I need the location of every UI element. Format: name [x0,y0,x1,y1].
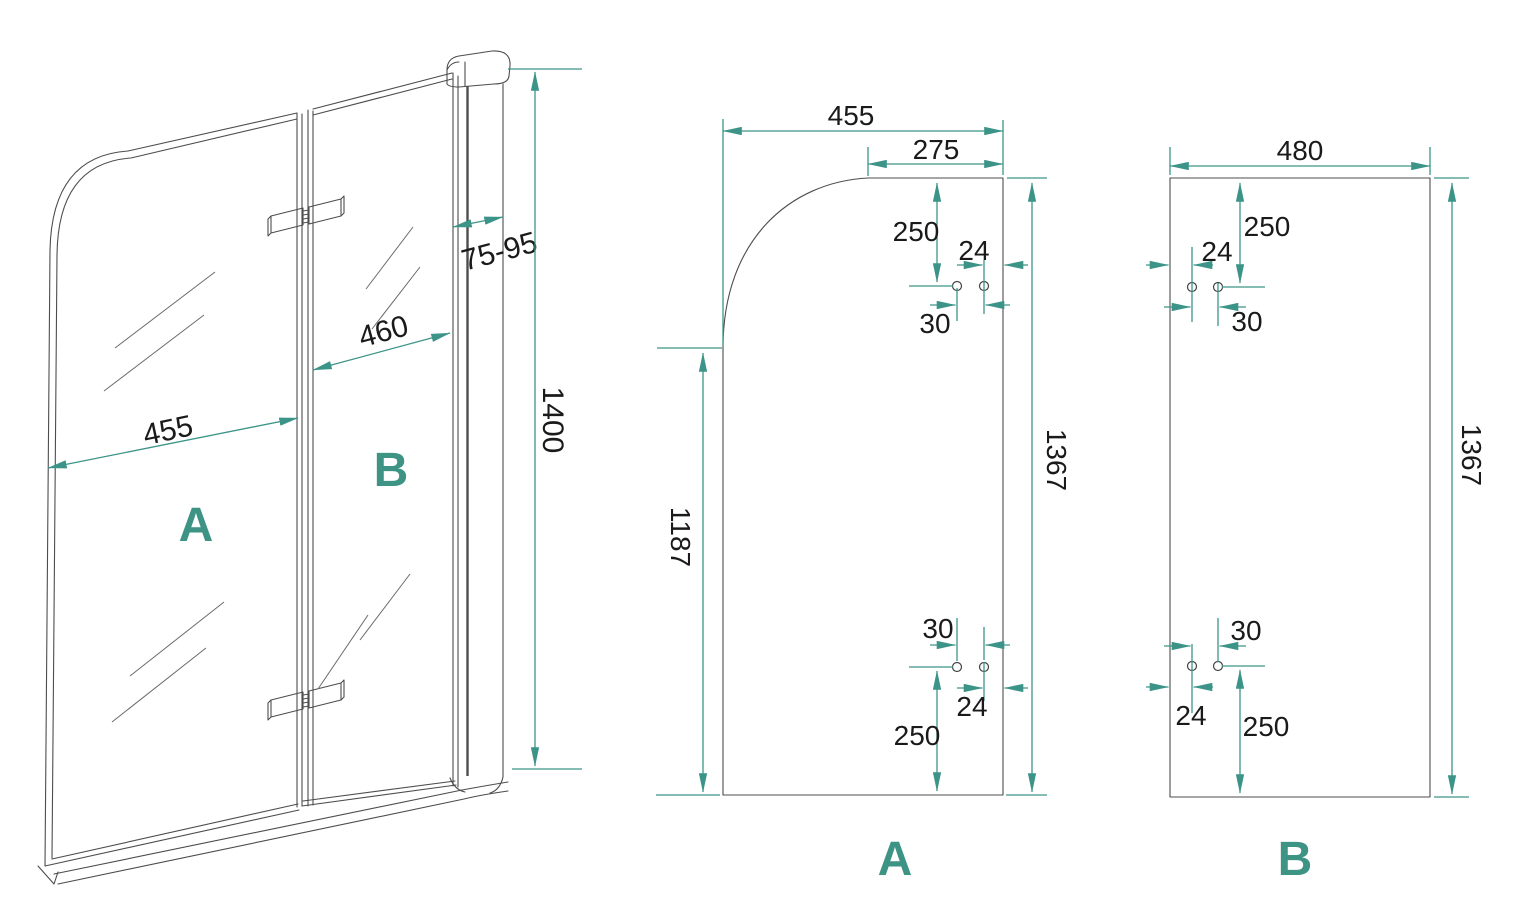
panel-a-view-label: A [878,833,913,886]
dimension-label-a-1367: 1367 [1041,429,1072,491]
perspective-view: 455 460 75-95 1400 A B [37,50,582,885]
perspective-panel-a-outline [44,112,300,867]
dimension-label-a-250-bottom: 250 [894,720,941,751]
dimension-b-30-bottom: 30 [1164,615,1262,662]
dimension-label-a-455: 455 [828,100,875,131]
dimension-label-b-250-top: 250 [1244,211,1291,242]
dimension-b-24-bottom: 24 [1146,644,1213,731]
bottom-hinge-clamp [267,679,345,721]
dimension-a-24-top: 24 [957,235,1028,314]
dimension-a-30-top: 30 [919,288,1010,339]
dimension-label-a-30-bottom: 30 [922,613,953,644]
dimension-455-perspective: 455 [47,409,299,469]
drill-hole [1212,660,1224,672]
dimension-b-250-top: 250 [1222,182,1291,288]
dimension-b-30-top: 30 [1164,283,1263,337]
panel-a-drill-holes [951,280,990,673]
dimension-b-480: 480 [1169,135,1431,175]
dimension-460-perspective: 460 [312,309,451,371]
panel-a-front-view: 455 275 250 24 30 1367 [656,100,1072,886]
panel-b-front-view: 480 250 24 30 1367 30 [1146,135,1487,886]
glass-reflection-lines [103,226,421,723]
dimension-b-250-bottom: 250 [1222,665,1290,794]
perspective-panel-b-label: B [374,444,409,497]
dimension-a-455: 455 [722,100,1004,346]
dimension-a-24-bottom: 24 [956,662,1028,722]
dimension-a-30-bottom: 30 [922,613,1010,661]
dimension-b-24-top: 24 [1146,236,1233,322]
dimension-label-a-275: 275 [913,134,960,165]
dimension-label-a-24-top: 24 [958,235,989,266]
dimension-1400-perspective: 1400 [508,68,582,770]
perspective-panel-a-label: A [179,499,214,552]
dimension-label-b-1367: 1367 [1456,424,1487,486]
dimension-label-a-30-top: 30 [919,308,950,339]
panel-a-outline [722,177,1004,796]
dimension-label-b-24-bottom: 24 [1175,700,1206,731]
dimension-b-1367: 1367 [1434,177,1487,798]
drill-hole [951,661,963,673]
top-hinge-clamp [267,195,345,237]
dimension-label-b-30-top: 30 [1231,306,1262,337]
dimension-a-250-top: 250 [893,182,953,287]
dimension-a-250-bottom: 250 [894,666,953,792]
dimension-label-a-250-top: 250 [893,216,940,247]
panel-b-drill-holes [1186,281,1224,672]
dimension-75-95-perspective: 75-95 [452,216,541,278]
dimension-label-b-30-bottom: 30 [1230,615,1261,646]
dimension-a-1367: 1367 [1007,177,1072,793]
dimension-label-b-480: 480 [1277,135,1324,166]
dimension-label-b-250-bottom: 250 [1243,711,1290,742]
panel-b-view-label: B [1278,833,1313,886]
dimension-a-1187: 1187 [657,347,722,793]
dimension-label-b-24-top: 24 [1201,236,1232,267]
dimension-label-1400: 1400 [536,387,569,454]
dimension-label-455-perspective: 455 [140,409,196,452]
dimension-a-275: 275 [867,134,1004,176]
dimension-label-a-1187: 1187 [665,507,696,567]
dimension-label-460-perspective: 460 [355,309,412,354]
panel-b-outline [1169,177,1431,798]
bottom-rail [37,781,509,885]
dimension-label-75-95: 75-95 [458,226,541,278]
dimension-label-a-24-bottom: 24 [956,691,987,722]
wall-profile-bar [446,50,511,794]
perspective-panel-b-outline [301,72,459,807]
